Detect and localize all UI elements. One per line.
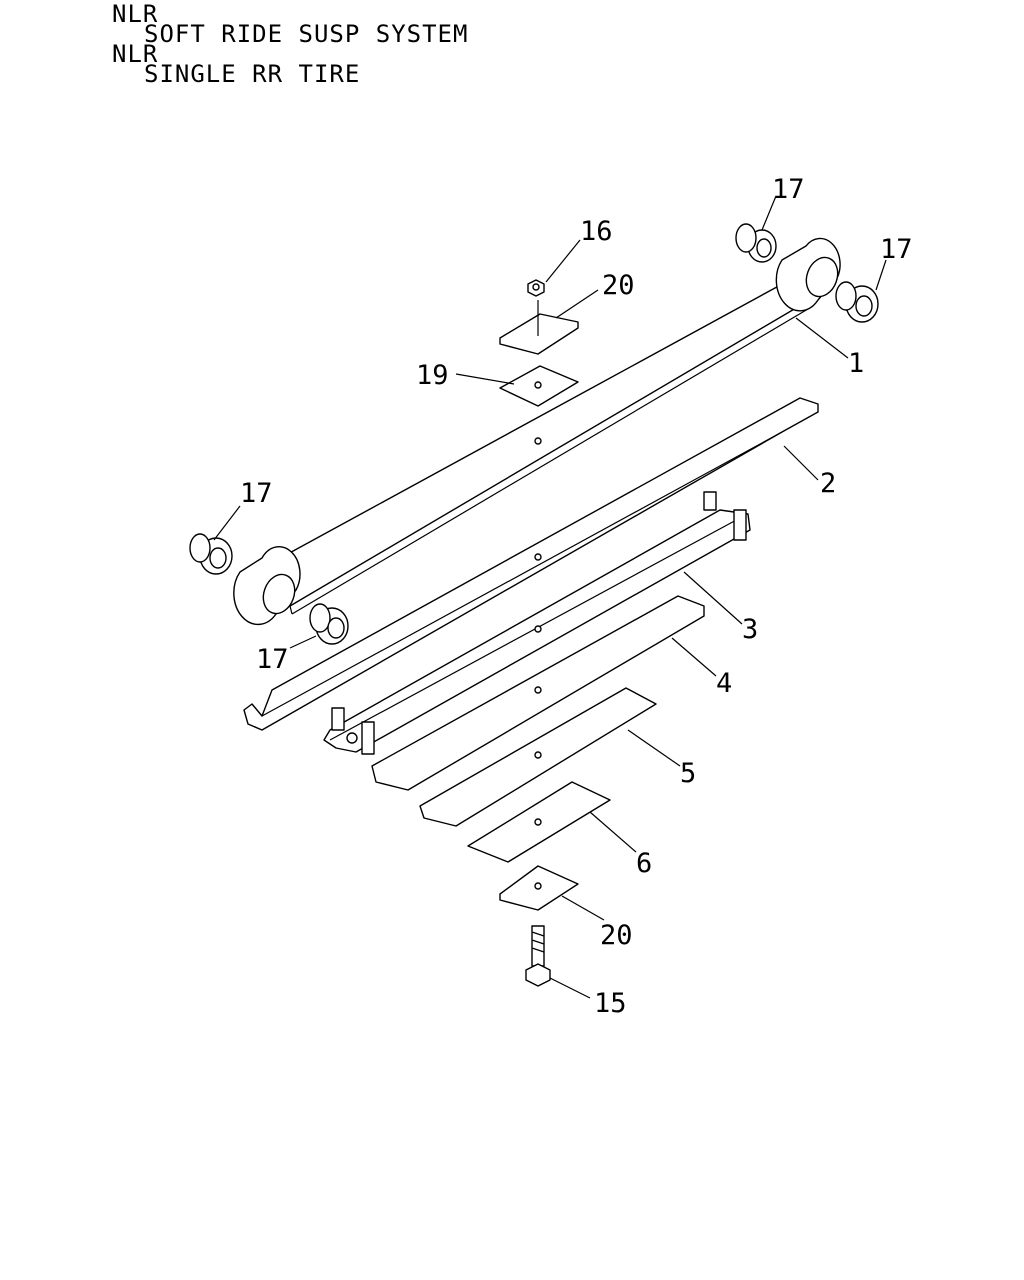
callout-17-front-left: 17 <box>240 478 273 509</box>
callout-20-lower: 20 <box>600 920 633 951</box>
bushing-part-17-front-right[interactable] <box>309 603 349 645</box>
callout-20-upper: 20 <box>602 270 635 301</box>
callout-1: 1 <box>848 348 864 379</box>
callout-17-rear-left: 17 <box>772 174 805 205</box>
tire-config: SINGLE RR TIRE <box>144 60 361 88</box>
callout-labels: 17 17 16 20 19 1 2 3 4 5 6 20 15 17 17 <box>240 174 913 1019</box>
leaf-part-4[interactable] <box>371 595 705 791</box>
leaf-part-2[interactable] <box>243 397 819 731</box>
callout-16: 16 <box>580 216 613 247</box>
nut-part-16[interactable] <box>527 279 545 297</box>
callout-5: 5 <box>680 758 696 789</box>
plate-part-20-lower[interactable] <box>499 865 579 911</box>
callout-2: 2 <box>820 468 836 499</box>
leaf-part-6[interactable] <box>467 781 611 863</box>
callout-4: 4 <box>716 668 732 699</box>
leader-lines <box>213 195 887 999</box>
callout-17-front-right: 17 <box>256 644 289 675</box>
callout-3: 3 <box>742 614 758 645</box>
callout-6: 6 <box>636 848 652 879</box>
callout-17-rear-right: 17 <box>880 234 913 265</box>
plate-part-20-upper[interactable] <box>499 300 579 355</box>
callout-15: 15 <box>594 988 627 1019</box>
spacer-plate-part-19[interactable] <box>499 365 579 407</box>
leaf-part-3[interactable] <box>323 491 751 755</box>
diagram-header: NLR SOFT RIDE SUSP SYSTEM NLR SINGLE RR … <box>112 0 469 88</box>
callout-19: 19 <box>416 360 449 391</box>
main-leaf-part-1[interactable] <box>233 237 843 626</box>
leaf-part-5[interactable] <box>419 687 657 827</box>
bolt-part-15[interactable] <box>525 925 551 987</box>
model-code: NLR <box>112 0 159 28</box>
bushing-part-17-front-left[interactable] <box>189 533 233 575</box>
bushing-part-17-rear-right[interactable] <box>835 281 879 323</box>
bushing-part-17-rear-left[interactable] <box>735 223 777 263</box>
system-name: SOFT RIDE SUSP SYSTEM <box>144 20 469 48</box>
model-code-2: NLR <box>112 40 159 68</box>
